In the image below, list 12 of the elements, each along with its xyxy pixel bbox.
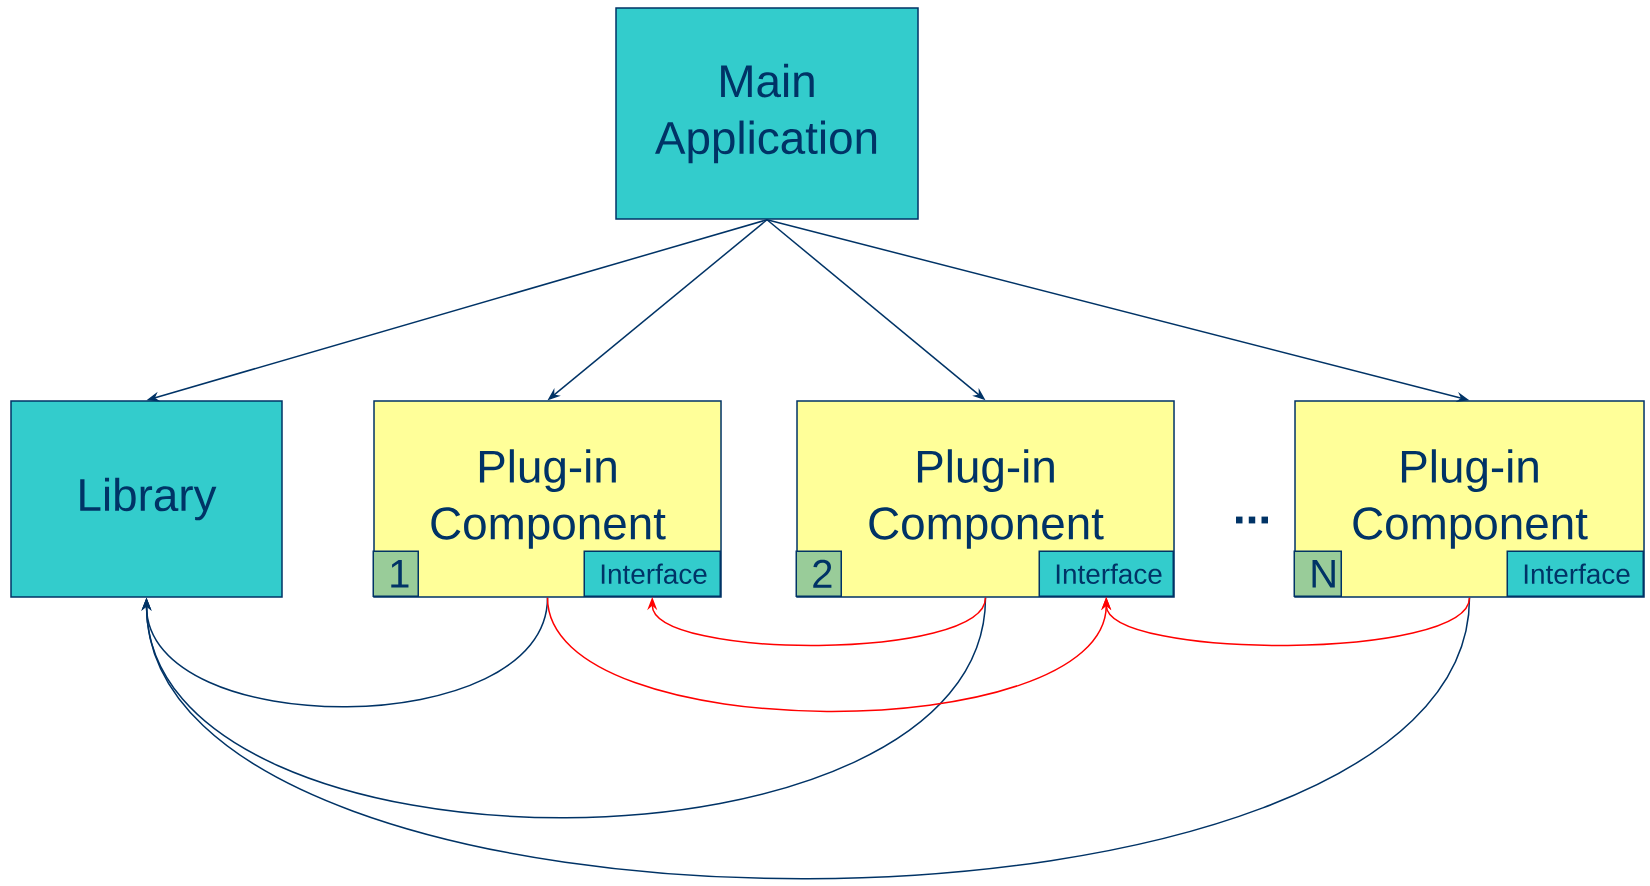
number-tab: 1 [372, 550, 419, 597]
number-tab: N [1293, 550, 1342, 597]
interface-box: Interface [1506, 550, 1644, 597]
library-box: Library [10, 400, 283, 598]
arrow [1101, 597, 1471, 647]
application-box: Main Application [615, 7, 919, 220]
interface-box: Interface [583, 550, 721, 597]
ellipsis-label: ... [1236, 516, 1268, 524]
arrow [141, 597, 1471, 880]
interface-box: Interface [1038, 550, 1174, 597]
number-tab: 2 [795, 550, 842, 597]
arrow [647, 597, 987, 647]
